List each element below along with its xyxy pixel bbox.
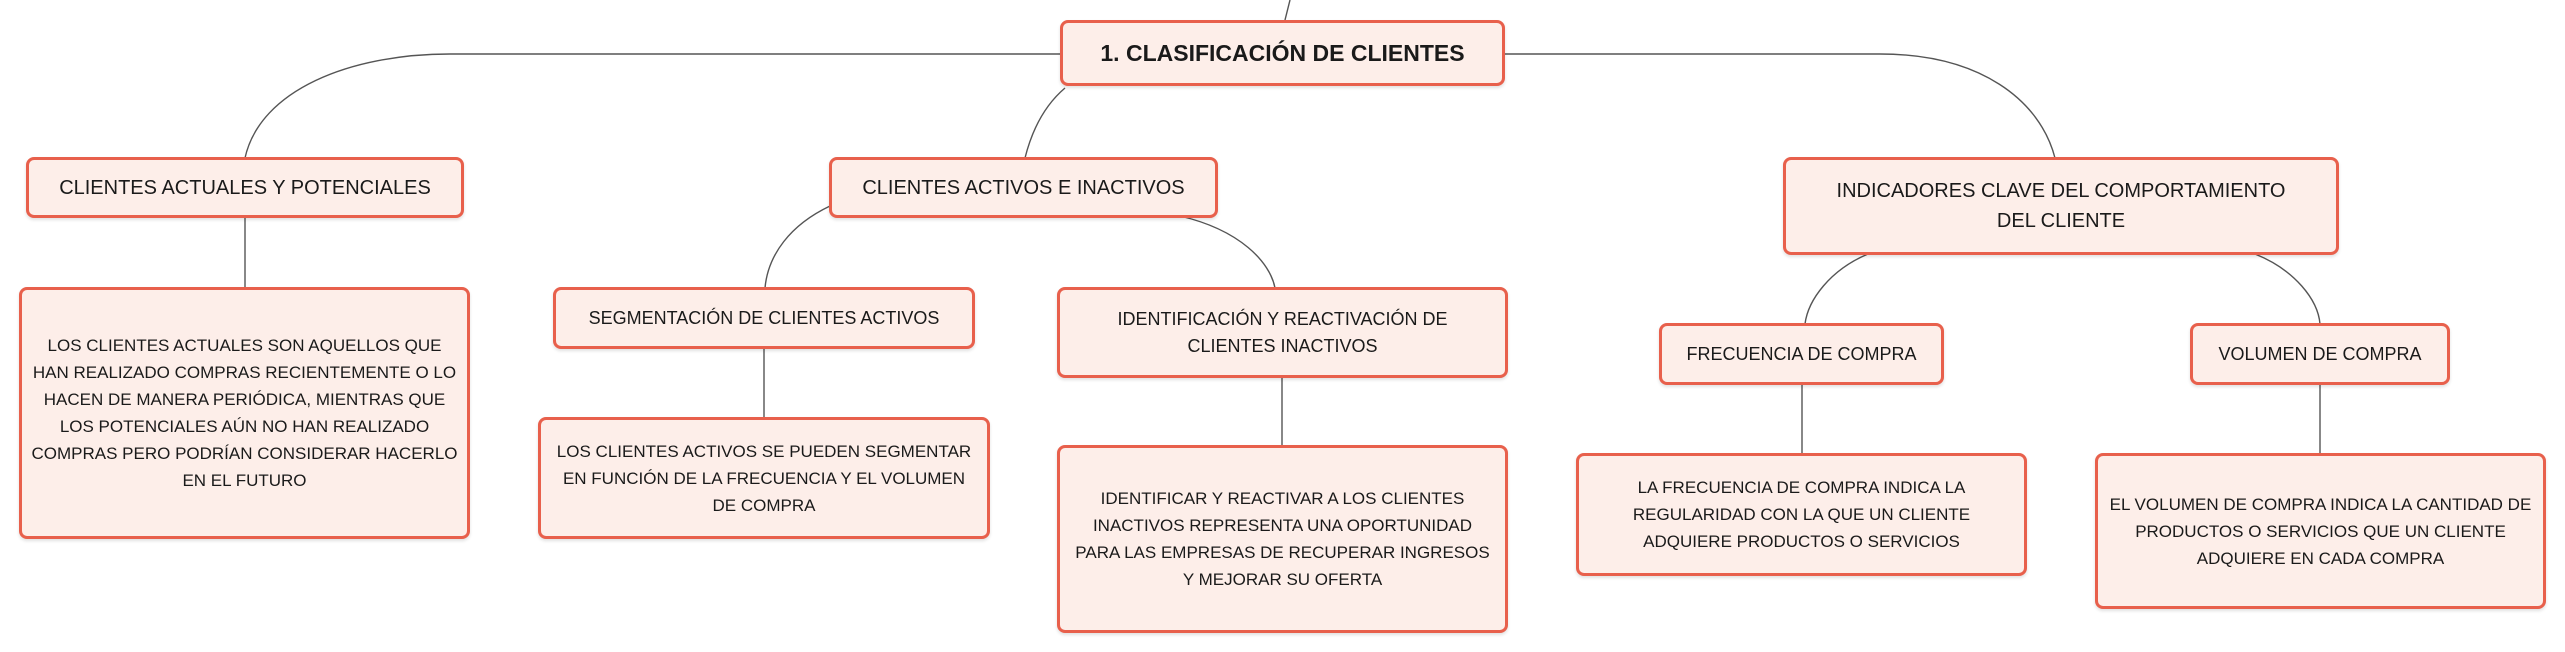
root-topic-label: 1. CLASIFICACIÓN DE CLIENTES: [1100, 39, 1465, 66]
topic-identificacion-reactivacion[interactable]: IDENTIFICACIÓN Y REACTIVACIÓN DE CLIENTE…: [1057, 287, 1508, 378]
root-topic[interactable]: 1. CLASIFICACIÓN DE CLIENTES: [1060, 20, 1505, 86]
topic-volumen-compra[interactable]: VOLUMEN DE COMPRA: [2190, 323, 2450, 385]
description-identificacion-reactivacion[interactable]: IDENTIFICAR Y REACTIVAR A LOS CLIENTES I…: [1057, 445, 1508, 633]
connector-root-to-branch-3: [1505, 53, 2056, 159]
connector-branch-2-to-child-1: [764, 205, 831, 289]
topic-label: VOLUMEN DE COMPRA: [2218, 343, 2422, 364]
description-clientes-actuales-potenciales[interactable]: LOS CLIENTES ACTUALES SON AQUELLOS QUE H…: [19, 287, 470, 539]
topic-label: SEGMENTACIÓN DE CLIENTES ACTIVOS: [588, 307, 940, 328]
topic-indicadores-clave[interactable]: INDICADORES CLAVE DEL COMPORTAMIENTO DEL…: [1783, 157, 2339, 255]
topic-label: INDICADORES CLAVE DEL COMPORTAMIENTO DEL…: [1836, 180, 2286, 232]
connector-root-parent: [1284, 0, 1291, 21]
connector-branch-2-to-child-2: [1179, 215, 1276, 289]
connector-root-to-branch-2: [1024, 87, 1066, 159]
connector-branch-3-to-child-1: [1804, 253, 1869, 325]
topic-label: CLIENTES ACTUALES Y POTENCIALES: [59, 176, 431, 199]
topic-clientes-actuales-potenciales[interactable]: CLIENTES ACTUALES Y POTENCIALES: [26, 157, 464, 218]
topic-segmentacion-clientes-activos[interactable]: SEGMENTACIÓN DE CLIENTES ACTIVOS: [553, 287, 975, 349]
topic-label: FRECUENCIA DE COMPRA: [1686, 343, 1917, 364]
description-frecuencia-compra[interactable]: LA FRECUENCIA DE COMPRA INDICA LA REGULA…: [1576, 453, 2027, 576]
topic-clientes-activos-inactivos[interactable]: CLIENTES ACTIVOS E INACTIVOS: [829, 157, 1218, 218]
connector-root-to-branch-1: [244, 53, 1060, 159]
description-text: IDENTIFICAR Y REACTIVAR A LOS CLIENTES I…: [1075, 489, 1490, 589]
description-segmentacion-clientes-activos[interactable]: LOS CLIENTES ACTIVOS SE PUEDEN SEGMENTAR…: [538, 417, 990, 539]
description-text: LA FRECUENCIA DE COMPRA INDICA LA REGULA…: [1632, 478, 1971, 551]
description-text: EL VOLUMEN DE COMPRA INDICA LA CANTIDAD …: [2109, 494, 2532, 568]
topic-label: IDENTIFICACIÓN Y REACTIVACIÓN DE CLIENTE…: [1117, 308, 1448, 356]
topic-label: CLIENTES ACTIVOS E INACTIVOS: [862, 176, 1185, 199]
description-volumen-compra[interactable]: EL VOLUMEN DE COMPRA INDICA LA CANTIDAD …: [2095, 453, 2546, 609]
description-text: LOS CLIENTES ACTIVOS SE PUEDEN SEGMENTAR…: [556, 441, 972, 515]
description-text: LOS CLIENTES ACTUALES SON AQUELLOS QUE H…: [31, 336, 458, 490]
topic-frecuencia-compra[interactable]: FRECUENCIA DE COMPRA: [1659, 323, 1944, 385]
connector-branch-3-to-child-2: [2254, 253, 2321, 325]
